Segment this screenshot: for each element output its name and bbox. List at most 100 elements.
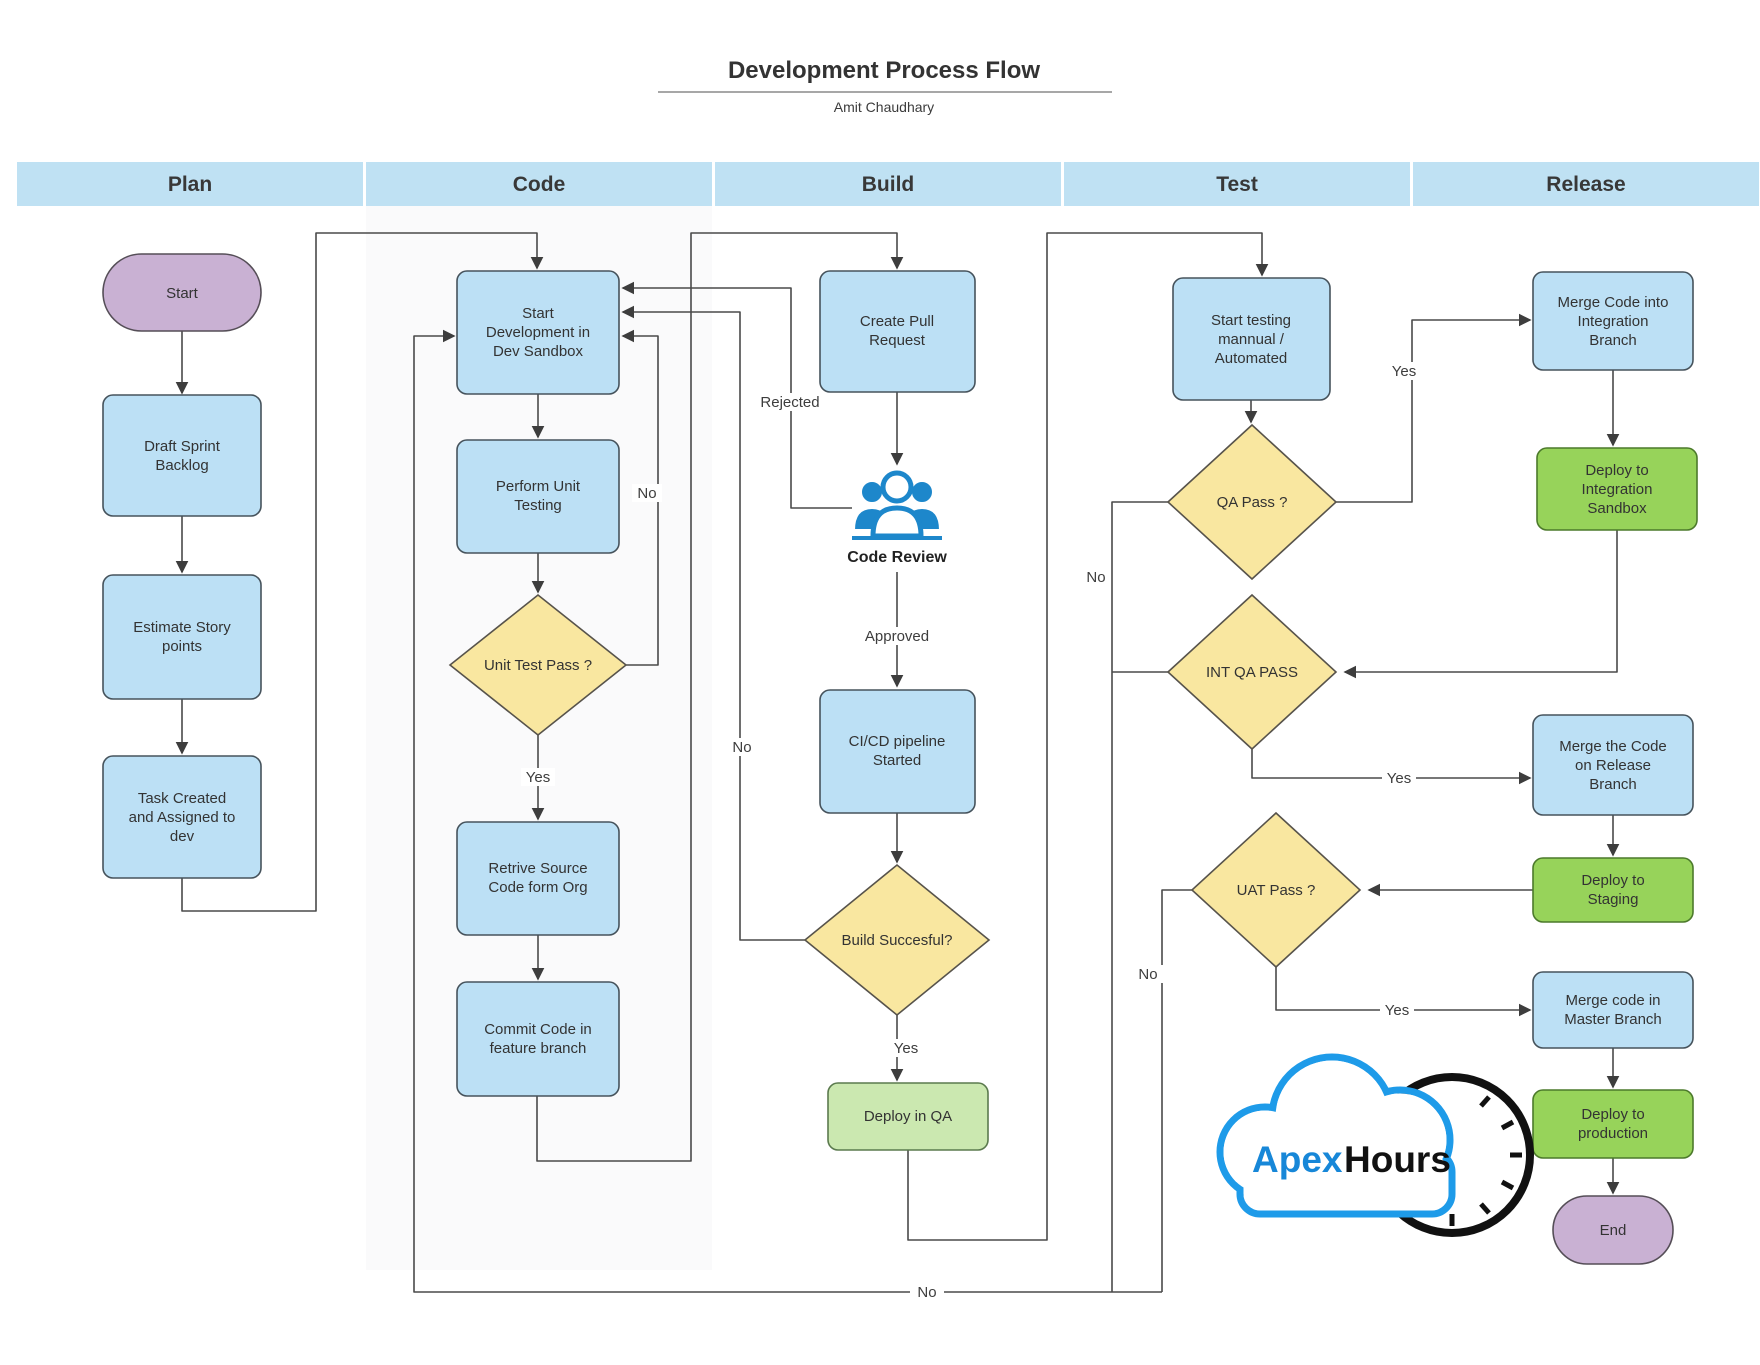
node-perform-unit-testing: Perform Unit Testing [456,439,620,554]
logo-word-hours: Hours [1344,1139,1451,1180]
node-qa-pass: QA Pass ? [1166,423,1338,581]
svg-text:Code form Org: Code form Org [488,879,587,896]
node-deploy-in-qa: Deploy in QA [827,1082,989,1151]
lane-header-code [366,162,712,206]
node-retrieve-source: Retrive Source Code form Org [456,821,620,936]
node-create-pull-request: Create Pull Request [819,270,976,393]
node-cicd-pipeline: CI/CD pipeline Started [819,689,976,814]
label-rejected: Rejected [760,394,819,411]
lane-label-release: Release [1546,173,1625,196]
lane-label-build: Build [862,173,915,196]
cloud-icon [1216,1053,1456,1218]
node-start-label: Start [166,285,199,302]
svg-text:UAT Pass ?: UAT Pass ? [1237,882,1316,899]
svg-text:Perform Unit: Perform Unit [496,478,581,495]
svg-text:Start testing: Start testing [1211,312,1291,329]
svg-text:on Release: on Release [1575,757,1651,774]
page-title: Development Process Flow [728,57,1040,84]
node-commit-code: Commit Code in feature branch [456,981,620,1097]
connector-intqa-yes-mergerelease [1251,749,1532,785]
node-start: Start [102,253,262,332]
svg-text:Staging: Staging [1588,891,1639,908]
svg-text:Commit Code in: Commit Code in [484,1021,592,1038]
label-uat-yes: Yes [1385,1002,1409,1019]
node-deploy-integration-sandbox: Deploy to Integration Sandbox [1536,447,1698,531]
connector-qa-no-down [1111,501,1168,1292]
svg-text:Backlog: Backlog [155,457,208,474]
connector-deployqa-starttesting [907,232,1269,1241]
svg-text:Automated: Automated [1215,350,1288,367]
svg-text:Deploy to: Deploy to [1581,1106,1644,1123]
svg-text:Deploy to: Deploy to [1581,872,1644,889]
svg-text:dev: dev [170,828,195,845]
svg-text:Master Branch: Master Branch [1564,1011,1662,1028]
title-block: Development Process Flow Amit Chaudhary [658,57,1112,115]
svg-text:End: End [1600,1222,1627,1239]
svg-text:Task Created: Task Created [138,790,226,807]
node-start-development: Start Development in Dev Sandbox [456,270,620,395]
label-return-no: No [917,1284,936,1301]
svg-text:CI/CD pipeline: CI/CD pipeline [849,733,946,750]
label-qa-no: No [1086,569,1105,586]
lane-header-plan [17,162,363,206]
svg-text:Dev Sandbox: Dev Sandbox [493,343,584,360]
lane-headers: Plan Code Build Test Release [17,162,1759,206]
svg-text:Started: Started [873,752,921,769]
svg-text:mannual /: mannual / [1218,331,1285,348]
svg-text:feature branch: feature branch [490,1040,587,1057]
svg-text:Request: Request [869,332,926,349]
svg-text:Branch: Branch [1589,776,1637,793]
label-unit-test-yes: Yes [526,769,550,786]
node-estimate-story-points: Estimate Story points [102,574,262,700]
svg-text:Retrive Source: Retrive Source [488,860,587,877]
label-approved: Approved [865,628,929,645]
label-qa-yes: Yes [1392,363,1416,380]
connector-uat-no-down [1161,889,1192,1292]
svg-text:Deploy to: Deploy to [1585,462,1648,479]
label-build-no: No [732,739,751,756]
connector-build-no-loop [621,305,805,941]
code-review-people-icon [852,470,942,540]
svg-text:Integration: Integration [1578,313,1649,330]
node-task-created: Task Created and Assigned to dev [102,755,262,879]
node-merge-master: Merge code in Master Branch [1532,971,1694,1049]
svg-text:Unit Test Pass ?: Unit Test Pass ? [484,657,592,674]
svg-text:Integration: Integration [1582,481,1653,498]
svg-text:Testing: Testing [514,497,562,514]
lane-label-plan: Plan [168,173,212,196]
node-merge-integration: Merge Code into Integration Branch [1532,271,1694,371]
node-merge-release: Merge the Code on Release Branch [1532,714,1694,816]
svg-text:Development in: Development in [486,324,590,341]
node-end: End [1552,1195,1674,1265]
node-deploy-production: Deploy to production [1532,1089,1694,1159]
label-build-yes: Yes [894,1040,918,1057]
label-int-qa-yes: Yes [1387,770,1411,787]
lane-header-test [1064,162,1410,206]
svg-text:INT QA PASS: INT QA PASS [1206,664,1298,681]
svg-text:QA Pass ?: QA Pass ? [1217,494,1288,511]
lane-header-release [1413,162,1759,206]
svg-text:Create Pull: Create Pull [860,313,934,330]
svg-text:Start: Start [522,305,555,322]
svg-text:Merge Code into: Merge Code into [1558,294,1669,311]
svg-text:Draft Sprint: Draft Sprint [144,438,221,455]
connector-task-startdev [181,232,544,912]
lane-label-code: Code [513,173,566,196]
author-name: Amit Chaudhary [834,99,934,115]
svg-text:Deploy in QA: Deploy in QA [864,1108,952,1125]
node-code-review: Code Review [847,470,947,566]
node-int-qa-pass: INT QA PASS [1166,593,1338,751]
lane-header-build [715,162,1061,206]
connector-return-no-startdev [413,329,1162,1293]
connector-qa-yes-mergeint [1336,313,1532,503]
connector-deployintsb-intqa [1343,530,1618,679]
connector-uat-yes-mergemaster [1275,967,1532,1017]
svg-text:production: production [1578,1125,1648,1142]
connector-commit-createpr [536,232,904,1162]
node-build-successful: Build Succesful? [803,863,991,1017]
lane-label-test: Test [1216,173,1258,196]
svg-text:Branch: Branch [1589,332,1637,349]
svg-text:Build Succesful?: Build Succesful? [842,932,953,949]
